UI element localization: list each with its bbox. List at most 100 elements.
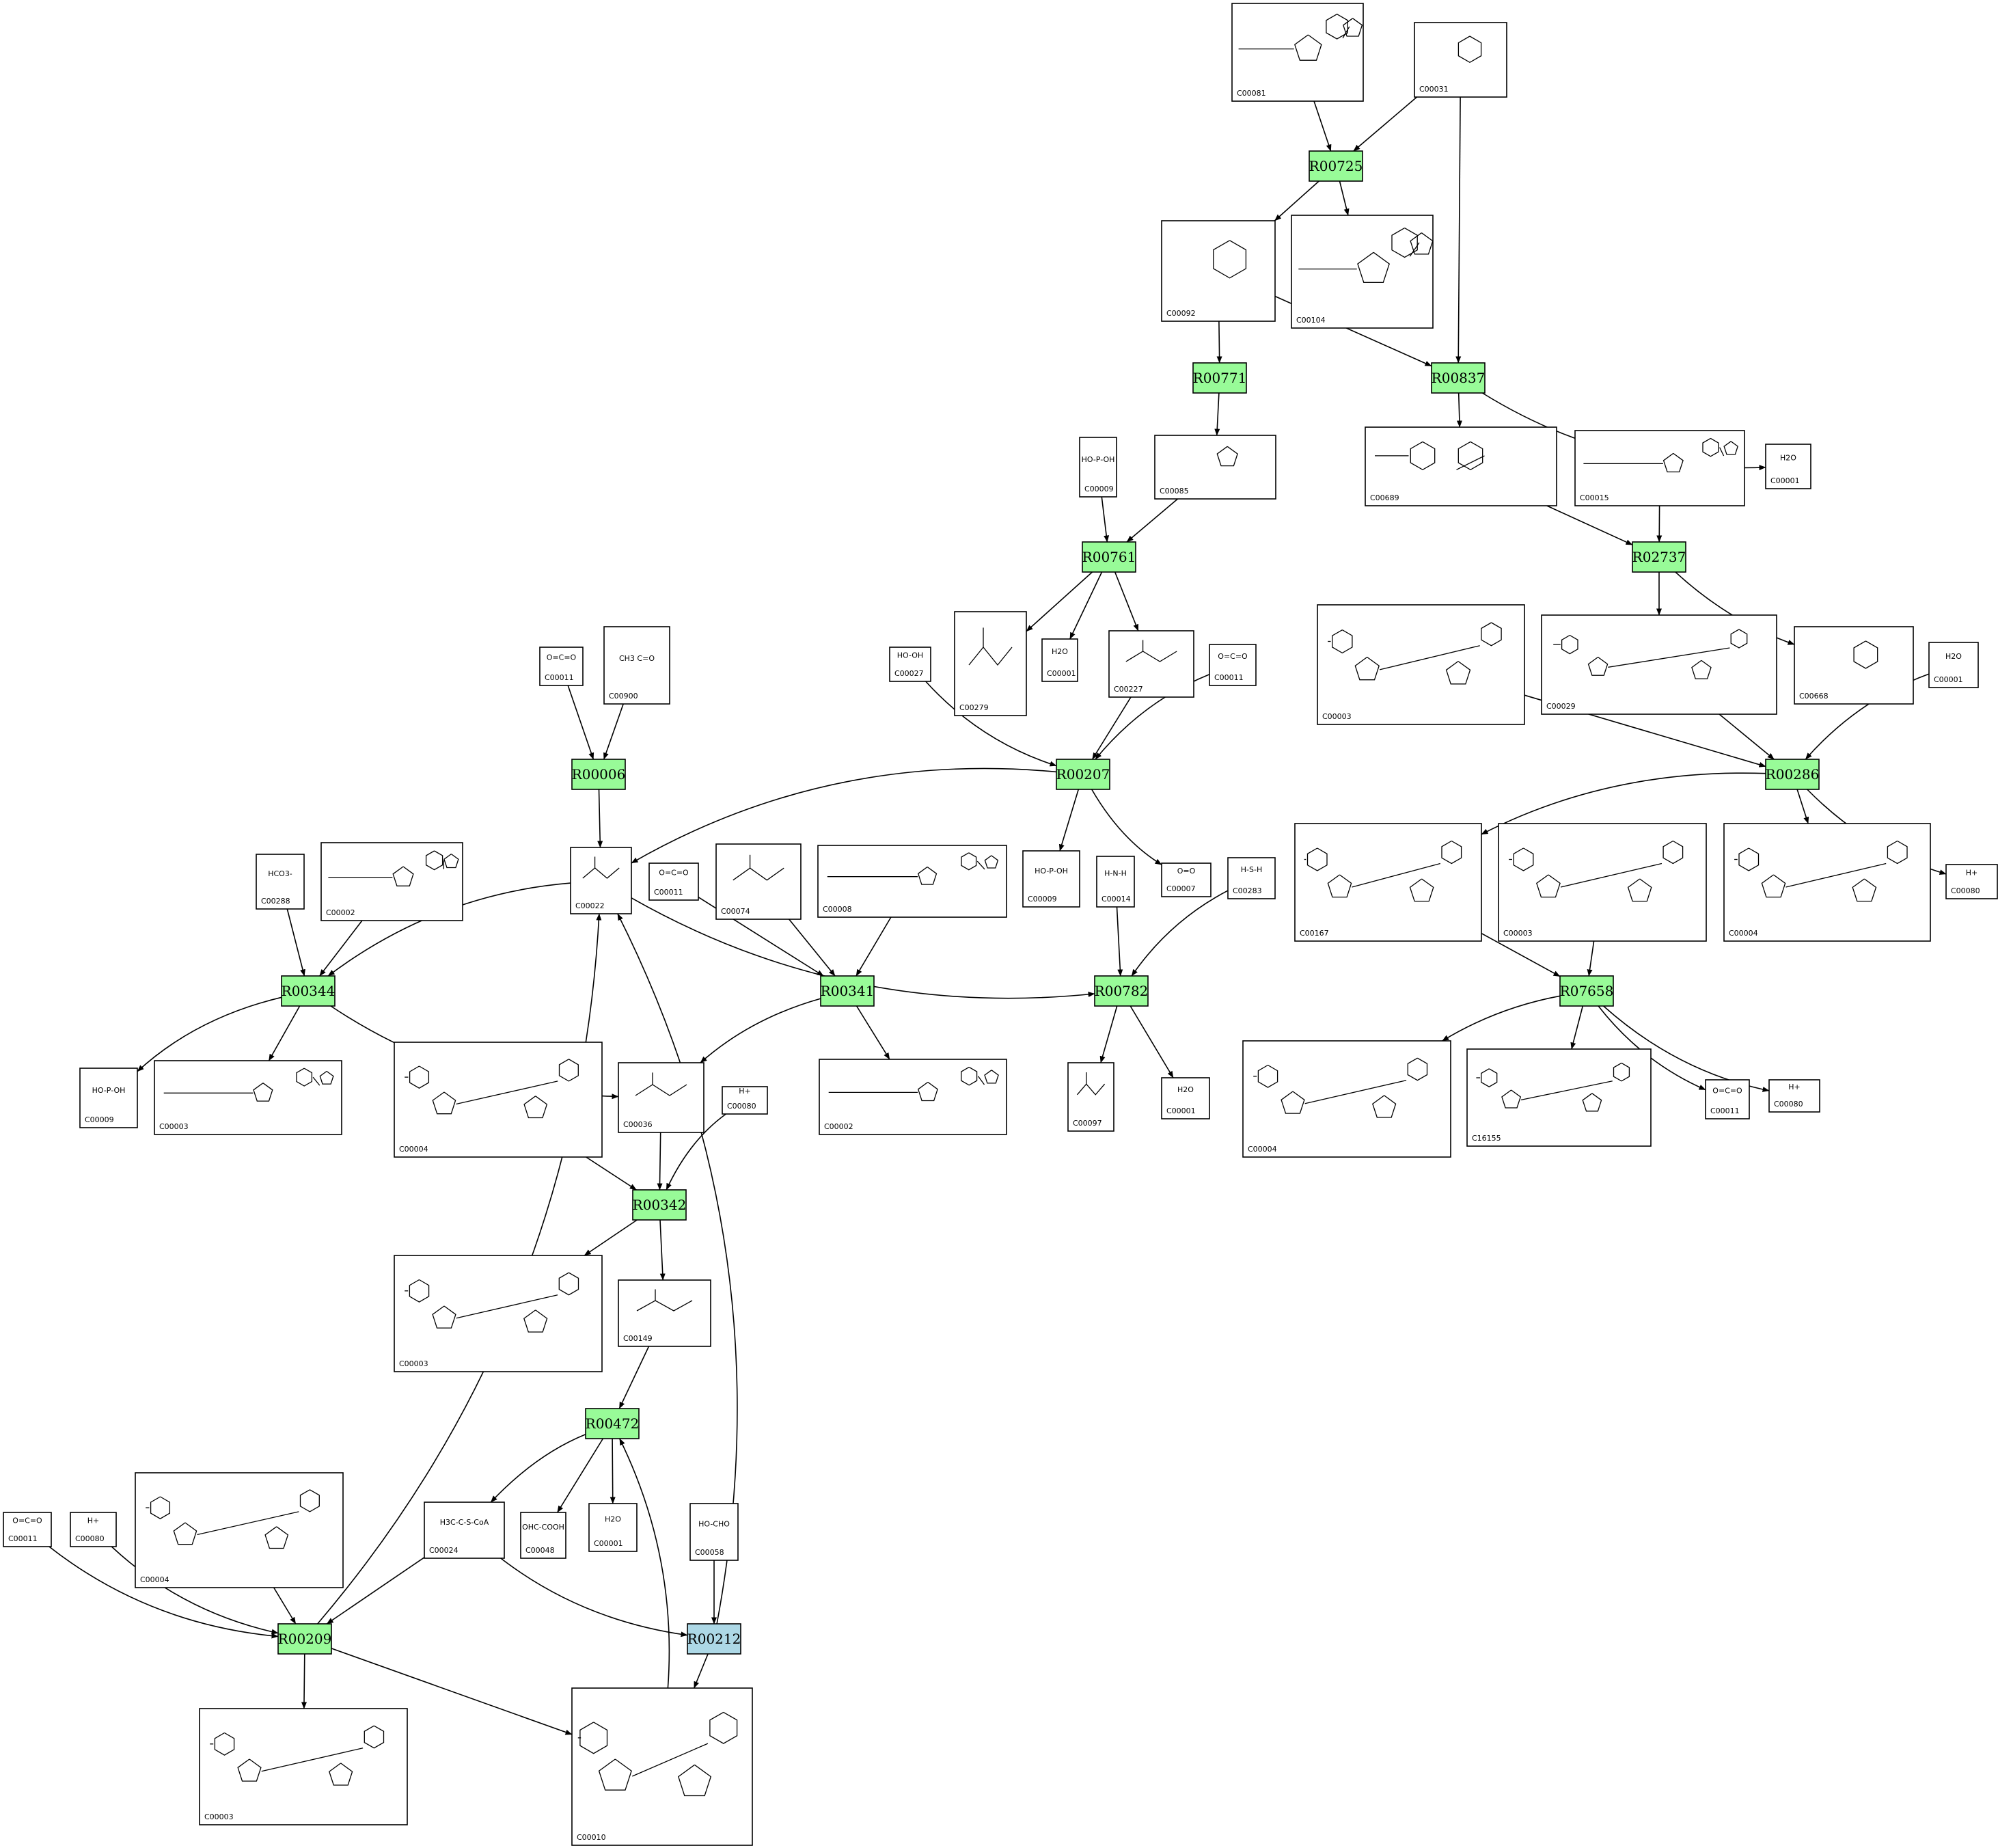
- reaction-box[interactable]: [687, 1623, 741, 1655]
- compound-node[interactable]: C00081: [1231, 3, 1364, 102]
- reaction-node[interactable]: R00837: [1431, 362, 1486, 394]
- reaction-box[interactable]: [1765, 759, 1820, 790]
- edge-n6-R00761: [1126, 498, 1179, 543]
- reaction-box[interactable]: [1632, 541, 1686, 573]
- compound-node[interactable]: C00004: [135, 1472, 344, 1588]
- reaction-box[interactable]: [571, 759, 626, 790]
- compound-node[interactable]: C00029: [1541, 614, 1777, 715]
- compound-node[interactable]: C00022: [570, 847, 632, 914]
- compound-node[interactable]: C00008: [817, 845, 1007, 918]
- reaction-label: R00837: [1432, 370, 1486, 386]
- reaction-node[interactable]: R00472: [585, 1408, 640, 1439]
- compound-node[interactable]: C00092: [1161, 220, 1276, 322]
- reaction-box[interactable]: [1192, 362, 1247, 394]
- structure-part: [678, 1764, 712, 1797]
- reaction-node[interactable]: R07658: [1559, 975, 1614, 1007]
- reaction-box[interactable]: [632, 1189, 687, 1221]
- compound-label: C00279: [959, 703, 989, 712]
- reaction-node[interactable]: R00771: [1192, 362, 1247, 394]
- structure-part: [1445, 661, 1471, 685]
- reaction-box[interactable]: [1094, 975, 1149, 1007]
- compound-node[interactable]: C00279: [954, 611, 1027, 716]
- reaction-box[interactable]: [1559, 975, 1614, 1007]
- reaction-node[interactable]: R00212: [687, 1623, 741, 1655]
- compound-box: [1466, 1048, 1652, 1147]
- structure-part: O=C=O: [12, 1516, 42, 1525]
- compound-node[interactable]: C00003: [199, 1708, 408, 1825]
- structure-part: [1304, 1080, 1407, 1104]
- reaction-node[interactable]: R00761: [1082, 541, 1136, 573]
- reaction-node[interactable]: R00782: [1094, 975, 1149, 1007]
- compound-node[interactable]: C00004: [1242, 1040, 1451, 1158]
- reaction-box[interactable]: [281, 975, 336, 1007]
- reaction-node[interactable]: R00341: [820, 975, 875, 1007]
- reaction-node[interactable]: R00209: [277, 1623, 332, 1655]
- structure-part: H2O: [1052, 647, 1068, 656]
- compound-node[interactable]: C00085: [1154, 435, 1276, 500]
- compound-node[interactable]: C00015: [1574, 430, 1745, 506]
- compound-node[interactable]: H+C00080: [1768, 1079, 1820, 1113]
- compound-node[interactable]: H+C00080: [70, 1512, 117, 1547]
- compound-node[interactable]: C00668: [1794, 626, 1914, 705]
- reaction-node[interactable]: R02737: [1632, 541, 1686, 573]
- reaction-box[interactable]: [1431, 362, 1486, 394]
- compound-node[interactable]: HCO3-C00288: [256, 854, 305, 910]
- compound-node[interactable]: C00003: [1317, 604, 1525, 725]
- reaction-box[interactable]: [1082, 541, 1136, 573]
- compound-node[interactable]: C16155: [1466, 1048, 1652, 1147]
- compound-node[interactable]: C00031: [1414, 22, 1507, 98]
- reaction-node[interactable]: R00344: [281, 975, 336, 1007]
- reaction-node[interactable]: R00725: [1309, 150, 1363, 182]
- reaction-node[interactable]: R00207: [1056, 759, 1110, 790]
- reaction-box[interactable]: [1056, 759, 1110, 790]
- reaction-box[interactable]: [585, 1408, 640, 1439]
- compound-node[interactable]: C00104: [1291, 215, 1434, 329]
- compound-node[interactable]: C00036: [618, 1062, 704, 1133]
- compound-node[interactable]: C00004: [394, 1042, 603, 1158]
- reaction-node[interactable]: R00006: [571, 759, 626, 790]
- reaction-node[interactable]: R00342: [632, 1189, 687, 1221]
- compound-node[interactable]: C00074: [715, 843, 802, 920]
- compound-node[interactable]: C00003: [1498, 823, 1707, 942]
- compound-node[interactable]: C00227: [1108, 630, 1194, 698]
- compound-label: C00031: [1419, 85, 1449, 94]
- reaction-box[interactable]: [1309, 150, 1363, 182]
- compound-node[interactable]: H+C00080: [722, 1086, 768, 1115]
- compound-node[interactable]: C00097: [1067, 1062, 1114, 1132]
- compound-node[interactable]: H+C00080: [1945, 864, 1998, 899]
- compound-node[interactable]: C00002: [819, 1059, 1007, 1135]
- reaction-node[interactable]: R00286: [1765, 759, 1820, 790]
- compound-node[interactable]: C00010: [571, 1687, 753, 1846]
- compound-node[interactable]: C00003: [154, 1060, 342, 1135]
- compound-node[interactable]: C00003: [394, 1255, 603, 1372]
- reaction-label: R00209: [278, 1631, 332, 1647]
- compound-node[interactable]: C00004: [1723, 823, 1931, 942]
- compound-node[interactable]: C00167: [1294, 823, 1482, 942]
- compound-node[interactable]: C00002: [320, 842, 463, 921]
- reaction-box[interactable]: [277, 1623, 332, 1655]
- compound-node[interactable]: C00149: [618, 1279, 711, 1347]
- compound-node[interactable]: C00689: [1365, 426, 1557, 506]
- reaction-box[interactable]: [820, 975, 875, 1007]
